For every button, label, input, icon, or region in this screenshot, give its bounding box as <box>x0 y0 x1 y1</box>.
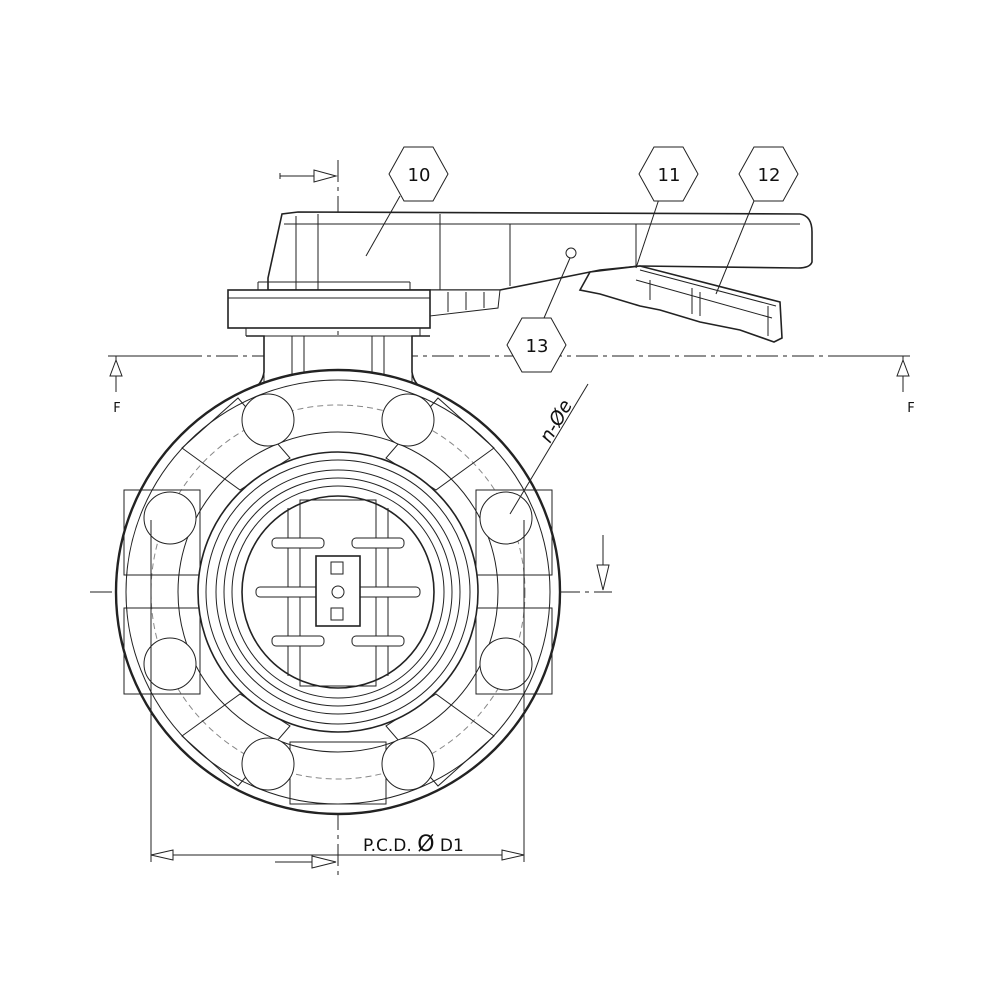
top-flange-plate <box>227 281 431 336</box>
flange-ribs <box>123 397 553 805</box>
section-marker-right: F <box>836 355 915 416</box>
valve-disc <box>255 499 421 687</box>
bolt-hole-icon <box>479 491 533 545</box>
callout-13-label: 13 <box>526 336 549 357</box>
pivot-pin-icon <box>565 247 577 259</box>
bolt-hole-icon <box>143 637 197 691</box>
callout-10: 10 <box>388 146 449 202</box>
view-arrow-right <box>596 535 610 591</box>
bolt-hole-icon <box>381 737 435 791</box>
bolt-hole-icon <box>241 393 295 447</box>
callout-11: 11 <box>638 146 699 202</box>
callout-leaders <box>365 195 757 319</box>
bolt-hole-icon <box>241 737 295 791</box>
pcd-label: P.C.D. Ø D1 <box>363 832 464 857</box>
view-arrow-bottom <box>275 855 337 869</box>
callout-10-label: 10 <box>408 165 431 186</box>
handle-lever <box>267 211 813 343</box>
section-marker-left: F <box>108 355 180 416</box>
section-label-left: F <box>113 401 120 416</box>
callout-11-label: 11 <box>658 165 681 186</box>
callout-13: 13 <box>506 317 567 373</box>
holes-label: n-Øe <box>535 396 577 446</box>
pcd-dimension: P.C.D. Ø D1 <box>150 520 525 862</box>
hole-leader: n-Øe <box>509 383 589 515</box>
pcd-circle <box>150 404 526 780</box>
bolt-hole-icon <box>479 637 533 691</box>
bolt-hole-icon <box>143 491 197 545</box>
callout-12: 12 <box>738 146 799 202</box>
bolt-holes <box>143 393 533 791</box>
callout-12-label: 12 <box>758 165 781 186</box>
section-label-right: F <box>907 401 914 416</box>
bolt-hole-icon <box>381 393 435 447</box>
view-arrow-top <box>279 169 338 183</box>
